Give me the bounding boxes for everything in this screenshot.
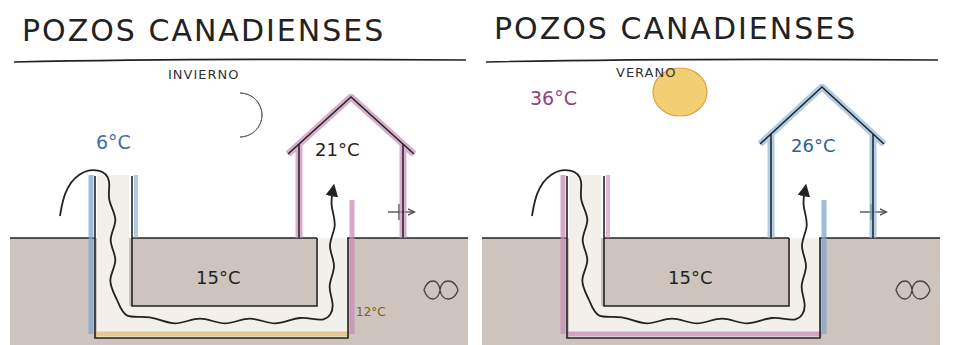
vent-fan (398, 204, 399, 220)
title-underline (14, 59, 466, 62)
house: 26°C (757, 84, 887, 238)
tube-lining (606, 175, 610, 238)
house-outline-colour (288, 97, 414, 238)
tube-wall (604, 176, 789, 306)
ground-line (10, 237, 468, 238)
tube-wall (95, 176, 348, 338)
panel-title: POZOS CANADIENSES (494, 12, 857, 45)
season-label: INVIERNO (168, 68, 240, 82)
temperature-label: 15°C (668, 268, 712, 288)
house-outline-colour (760, 87, 884, 238)
tube-lining (89, 175, 94, 334)
house-outline-line (288, 97, 414, 238)
panel-illustration (10, 59, 468, 345)
temperature-label: 26°C (791, 136, 835, 156)
tube-lining (567, 332, 822, 337)
tube-lining (350, 200, 355, 334)
season-label: VERANO (616, 66, 676, 80)
house-outline (285, 94, 417, 238)
airflow-arrow (532, 170, 807, 323)
tube-wall (567, 176, 820, 338)
temperature-label: 15°C (196, 268, 240, 288)
moon-icon (240, 93, 262, 137)
temperature-label: 36°C (530, 88, 577, 109)
panel-title: POZOS CANADIENSES (22, 14, 385, 47)
tube-lining (561, 175, 566, 334)
house: 21°C (285, 94, 417, 238)
temperature-label: 6°C (96, 132, 131, 153)
infinity-symbol (896, 281, 930, 299)
infinity-symbol (424, 281, 458, 299)
tube-lining (134, 175, 138, 238)
title-underline (486, 59, 938, 62)
house-outline (757, 84, 887, 238)
tube-wall (132, 176, 317, 306)
temperature-label: 12°C (356, 306, 386, 319)
house-outline-line (760, 87, 884, 238)
panel-illustration (482, 59, 940, 345)
airflow-arrow (60, 170, 335, 323)
temperature-label: 21°C (315, 140, 359, 160)
tube-lining (822, 200, 827, 334)
tube-lining (95, 332, 350, 337)
